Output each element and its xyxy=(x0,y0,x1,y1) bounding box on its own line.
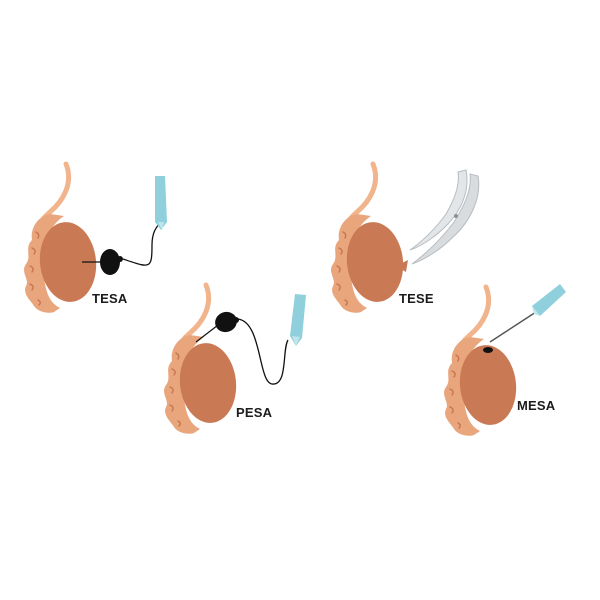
mesa-incision xyxy=(483,347,493,353)
mesa-testis xyxy=(444,287,520,436)
tese-scissors-icon xyxy=(409,169,480,265)
pesa-illustration xyxy=(164,285,306,434)
pesa-label: PESA xyxy=(236,405,273,420)
tesa-testis xyxy=(24,164,100,313)
tese-illustration xyxy=(331,164,480,313)
mesa-illustration xyxy=(444,284,566,436)
pesa-syringe-icon xyxy=(195,294,306,385)
tesa-label: TESA xyxy=(92,291,128,306)
pesa-testis xyxy=(164,285,240,434)
mesa-label: MESA xyxy=(517,398,556,413)
tese-tissue-sample xyxy=(396,260,408,272)
tesa-illustration xyxy=(24,164,167,313)
mesa-needle-icon xyxy=(489,284,566,343)
tese-testis xyxy=(331,164,407,313)
tese-label: TESE xyxy=(399,291,434,306)
tesa-syringe-icon xyxy=(82,176,167,275)
